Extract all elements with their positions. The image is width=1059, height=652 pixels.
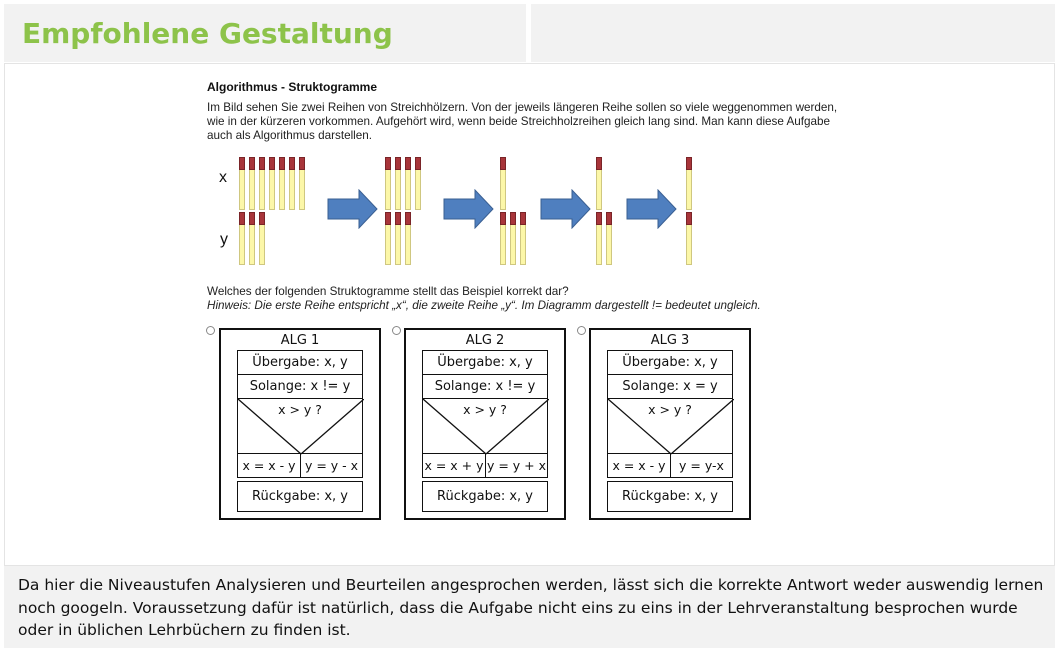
condition-triangle — [608, 399, 734, 455]
option-title: ALG 1 — [280, 333, 320, 348]
matchstick — [395, 157, 401, 210]
struktogramm-else-branch: y = y-x — [670, 453, 733, 478]
matchstick — [249, 157, 255, 210]
matchstick — [269, 157, 275, 210]
task-intro: Im Bild sehen Sie zwei Reihen von Streic… — [207, 101, 867, 143]
struktogramm-loop: Solange: x != y — [422, 374, 548, 399]
matchstick — [289, 157, 295, 210]
matchstick — [259, 157, 265, 210]
task-intro-line: Im Bild sehen Sie zwei Reihen von Streic… — [207, 101, 838, 114]
matchstick — [385, 212, 391, 265]
matchstick — [249, 212, 255, 265]
arrow-right-icon — [626, 189, 677, 229]
matchstick — [405, 157, 411, 210]
arrow-right-icon — [443, 189, 494, 229]
struktogramm-input: Übergabe: x, y — [607, 350, 733, 375]
option-radio-alg3[interactable] — [577, 326, 586, 335]
task-question: Welches der folgenden Struktogramme stel… — [207, 285, 761, 313]
matchstick — [239, 212, 245, 265]
matchstick — [500, 157, 506, 210]
struktogramm-condition: x > y ? — [278, 402, 322, 417]
matchstick — [686, 157, 692, 210]
struktogramm-loop: Solange: x != y — [237, 374, 363, 399]
struktogramm-condition: x > y ? — [463, 402, 507, 417]
footer-text: Da hier die Niveaustufen Analysieren und… — [18, 576, 1044, 639]
option-radio-alg1[interactable] — [206, 326, 215, 335]
header-right-panel — [531, 4, 1055, 62]
matchstick — [500, 212, 506, 265]
struktogramm-input: Übergabe: x, y — [237, 350, 363, 375]
struktogramm-loop: Solange: x = y — [607, 374, 733, 399]
question-text: Welches der folgenden Struktogramme stel… — [207, 285, 569, 298]
row-x-label: x — [219, 169, 227, 186]
struktogramm-condition-block: x > y ? — [237, 398, 364, 455]
matchstick — [279, 157, 285, 210]
struktogramm-input: Übergabe: x, y — [422, 350, 548, 375]
matchstick — [239, 157, 245, 210]
task-intro-line: wie in der kürzeren vorkommen. Aufgehört… — [207, 115, 831, 128]
matchstick — [606, 212, 612, 265]
struktogramm-else-branch: y = y - x — [300, 453, 363, 478]
struktogramm-output: Rückgabe: x, y — [422, 481, 548, 512]
row-y-label: y — [220, 231, 228, 248]
matchstick — [415, 157, 421, 210]
option-radio-alg2[interactable] — [392, 326, 401, 335]
matchstick — [596, 212, 602, 265]
struktogramm-output: Rückgabe: x, y — [237, 481, 363, 512]
struktogramm-then-branch: x = x - y — [237, 453, 301, 478]
matchstick — [405, 212, 411, 265]
footer-panel: Da hier die Niveaustufen Analysieren und… — [4, 566, 1055, 648]
matchstick — [299, 157, 305, 210]
struktogramm-then-branch: x = x - y — [607, 453, 671, 478]
matchstick — [686, 212, 692, 265]
matchstick — [510, 212, 516, 265]
page-title: Empfohlene Gestaltung — [22, 17, 393, 50]
condition-triangle — [238, 399, 364, 455]
matchstick — [395, 212, 401, 265]
struktogramm-condition-block: x > y ? — [607, 398, 734, 455]
matchstick — [259, 212, 265, 265]
struktogramm-then-branch: x = x + y — [422, 453, 486, 478]
struktogramm-condition: x > y ? — [648, 402, 692, 417]
matchstick — [520, 212, 526, 265]
struktogramm-output: Rückgabe: x, y — [607, 481, 733, 512]
matchstick — [385, 157, 391, 210]
task-intro-line: auch als Algorithmus darstellen. — [207, 129, 373, 142]
struktogramm-condition-block: x > y ? — [422, 398, 549, 455]
task-title: Algorithmus - Struktogramme — [207, 80, 378, 94]
header-left-panel: Empfohlene Gestaltung — [4, 4, 526, 62]
arrow-right-icon — [540, 189, 591, 229]
matchstick — [596, 157, 602, 210]
option-title: ALG 3 — [650, 333, 690, 348]
option-title: ALG 2 — [465, 333, 505, 348]
struktogramm-else-branch: y = y + x — [485, 453, 548, 478]
arrow-right-icon — [327, 189, 378, 229]
question-hint: Hinweis: Die erste Reihe entspricht „x“,… — [207, 299, 761, 312]
condition-triangle — [423, 399, 549, 455]
